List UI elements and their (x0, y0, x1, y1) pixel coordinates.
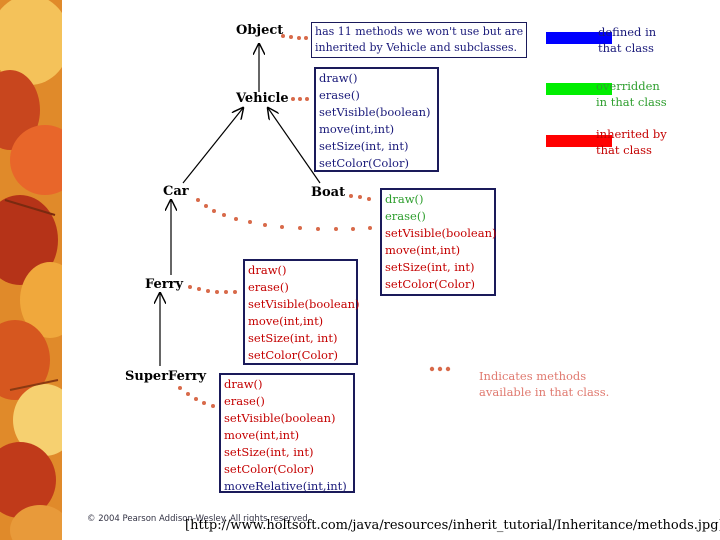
legend-line: overridden (596, 79, 660, 93)
method-item: moveRelative(int,int) (224, 479, 347, 493)
method-item: move(int,int) (248, 314, 324, 328)
method-item: setSize(int, int) (224, 445, 314, 459)
method-item: setColor(Color) (319, 156, 409, 170)
source-citation: [http://www.holtsoft.com/java/resources/… (185, 518, 720, 533)
object-note-line: has 11 methods we won't use but are (315, 25, 524, 38)
vehicle-methods-box: draw() erase() setVisible(boolean) move(… (314, 67, 439, 172)
legend-swatch-inherited (546, 135, 612, 147)
method-item: setVisible(boolean) (319, 105, 431, 119)
method-item: draw() (224, 377, 263, 391)
boat-methods-box: draw() erase() setVisible(boolean) move(… (380, 188, 496, 296)
legend-text-defined: defined in that class (598, 24, 656, 56)
dots-legend-note: Indicates methods available in that clas… (479, 368, 609, 400)
method-item: setSize(int, int) (319, 139, 409, 153)
method-item: draw() (385, 192, 424, 206)
class-object-label: Object (236, 23, 284, 38)
dots-note-line: available in that class. (479, 385, 610, 399)
method-item: erase() (224, 394, 265, 408)
legend-swatch-defined (546, 32, 612, 44)
object-note-box: has 11 methods we won't use but are inhe… (311, 22, 527, 58)
legend-line: in that class (596, 95, 667, 109)
dots-note-line: Indicates methods (479, 369, 587, 383)
legend-text-overridden: overridden in that class (596, 78, 667, 110)
class-superferry-label: SuperFerry (125, 369, 207, 384)
class-ferry-label: Ferry (145, 277, 184, 292)
class-car-label: Car (163, 184, 189, 199)
method-item: erase() (385, 209, 426, 223)
method-item: setColor(Color) (248, 348, 338, 362)
method-item: move(int,int) (224, 428, 300, 442)
class-boat-label: Boat (311, 185, 346, 200)
method-item: move(int,int) (385, 243, 461, 257)
method-item: draw() (319, 71, 358, 85)
legend-line: defined in (598, 25, 657, 39)
autumn-leaves-decoration (0, 0, 62, 540)
method-item: setVisible(boolean) (248, 297, 360, 311)
method-item: setColor(Color) (385, 277, 475, 291)
legend-text-inherited: inherited by that class (596, 126, 667, 158)
superferry-methods-box: draw() erase() setVisible(boolean) move(… (219, 373, 355, 493)
legend-line: inherited by (596, 127, 667, 141)
copyright-notice: © 2004 Pearson Addison-Wesley. All right… (87, 514, 308, 524)
legend-line: that class (598, 41, 654, 55)
ferry-methods-box: draw() erase() setVisible(boolean) move(… (243, 259, 360, 365)
method-item: erase() (248, 280, 289, 294)
class-vehicle-label: Vehicle (236, 91, 289, 106)
method-item: draw() (248, 263, 287, 277)
method-item: setVisible(boolean) (385, 226, 497, 240)
method-item: setSize(int, int) (248, 331, 338, 345)
legend-line: that class (596, 143, 652, 157)
method-item: erase() (319, 88, 360, 102)
object-note-line: inherited by Vehicle and subclasses. (315, 41, 518, 54)
method-item: setVisible(boolean) (224, 411, 336, 425)
method-item: setColor(Color) (224, 462, 314, 476)
legend-swatch-overridden (546, 83, 612, 95)
method-item: move(int,int) (319, 122, 395, 136)
method-item: setSize(int, int) (385, 260, 475, 274)
